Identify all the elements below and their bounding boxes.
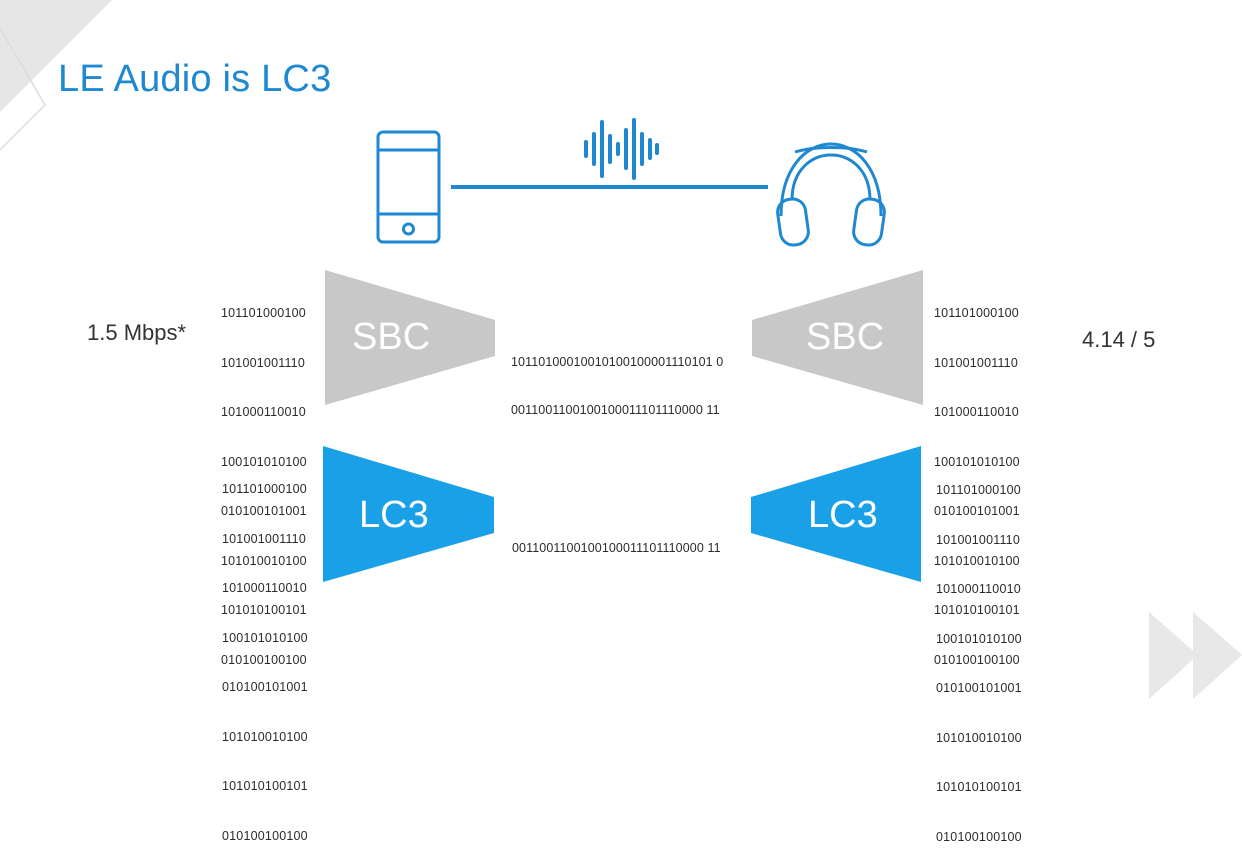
lc3-input-bits: 101101000100 101001001110 101000110010 1… [222,448,308,861]
lc3-bitstream: 0011001100100100011101110000 11 [512,508,721,572]
bit-row: 101000110010 [936,582,1021,596]
bit-row: 101001001110 [934,355,1018,370]
bit-row: 010100100100 [936,829,1022,844]
bit-row: 101101000100 [221,306,306,320]
sbc-decoder-label: SBC [806,316,885,358]
stream-row: 10110100010010100100001110101 0 [511,355,724,369]
bit-row: 101010100101 [934,603,1020,617]
bit-row: 100101010100 [936,631,1022,646]
diagram-graphics [0,0,1242,699]
corner-decoration [0,0,112,112]
page-title: LE Audio is LC3 [58,58,332,100]
corner-chevron-line [0,27,46,151]
bit-row: 010100100100 [221,652,307,667]
bit-row: 101010010100 [936,730,1022,745]
sbc-bitrate: 1.5 Mbps* [87,320,187,345]
sbc-decoder-shape [752,270,923,405]
stream-row: 0011001100100100011101110000 11 [511,403,720,417]
bit-row: 101010010100 [222,729,308,744]
bit-row: 101001001110 [221,355,305,370]
headphones-icon [776,142,886,247]
bit-row: 010100100100 [222,828,308,843]
bit-row: 101010010100 [934,553,1020,568]
bit-row: 010100100100 [934,652,1020,667]
sbc-quality-score: 4.14 / 5 [1082,327,1156,352]
bit-row: 101010100101 [222,779,308,793]
stream-row: 0011001100100100011101110000 11 [512,541,721,555]
bit-row: 100101010100 [934,454,1020,469]
bit-row: 101101000100 [222,482,307,496]
sbc-encoder-shape [325,270,495,405]
lc3-output-bits: 101101000100 101001001110 101000110010 1… [936,449,1022,862]
sbc-output-bits: 101101000100 101001001110 101000110010 1… [934,272,1020,685]
bit-row: 010100101001 [934,504,1020,518]
lc3-decoder-label: LC3 [808,494,878,536]
bit-row: 010100101001 [936,681,1022,695]
sbc-input-bits: 101101000100 101001001110 101000110010 1… [221,272,307,685]
audio-waveform-icon [584,118,659,180]
bit-row: 010100101001 [222,680,308,694]
bit-row: 101000110010 [221,405,306,419]
lc3-encoder-shape [323,446,494,582]
sbc-bitstream: 10110100010010100100001110101 0 00110011… [511,322,723,434]
bit-row: 101101000100 [934,306,1019,320]
bit-row: 010100101001 [221,504,307,518]
bit-row: 101000110010 [934,405,1019,419]
bit-row: 101101000100 [936,483,1021,497]
lc3-decoder-shape [751,446,921,582]
lc3-encoder-label: LC3 [359,494,429,536]
bit-row: 101000110010 [222,581,307,595]
fast-forward-icon [1149,612,1242,699]
bit-row: 101001001110 [936,532,1020,547]
bit-row: 100101010100 [222,630,308,645]
smartphone-icon [376,130,441,244]
bit-row: 100101010100 [221,454,307,469]
bit-row: 101010100101 [936,780,1022,794]
bit-row: 101010100101 [221,603,307,617]
bit-row: 101001001110 [222,531,306,546]
bit-row: 101010010100 [221,553,307,568]
sbc-encoder-label: SBC [352,316,431,358]
